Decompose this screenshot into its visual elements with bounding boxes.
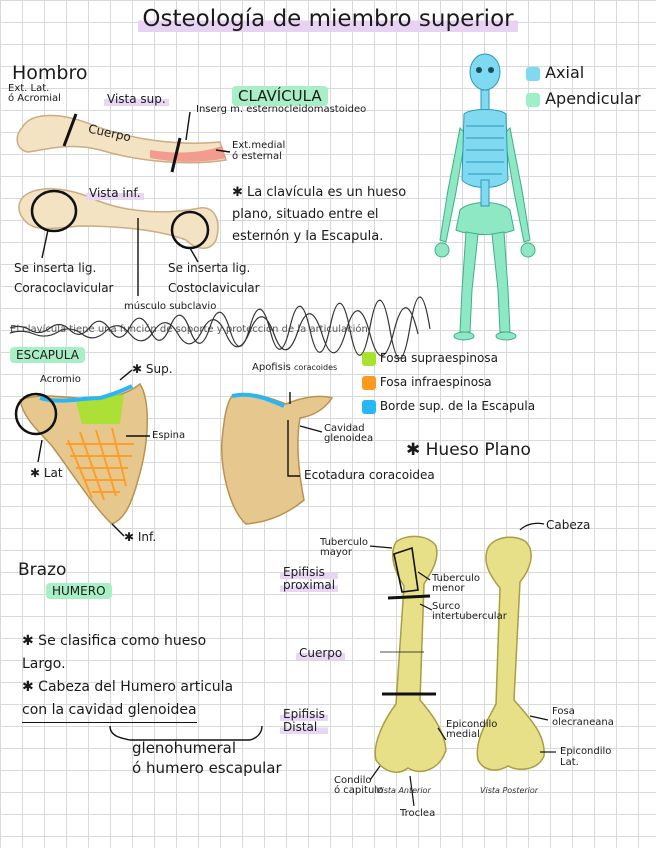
- label-troclea: Troclea: [400, 808, 435, 819]
- label-cabeza: Cabeza: [546, 518, 590, 532]
- label-vista-anterior: Vista Anterior: [376, 786, 431, 795]
- label-vista-posterior: Vista Posterior: [480, 786, 538, 795]
